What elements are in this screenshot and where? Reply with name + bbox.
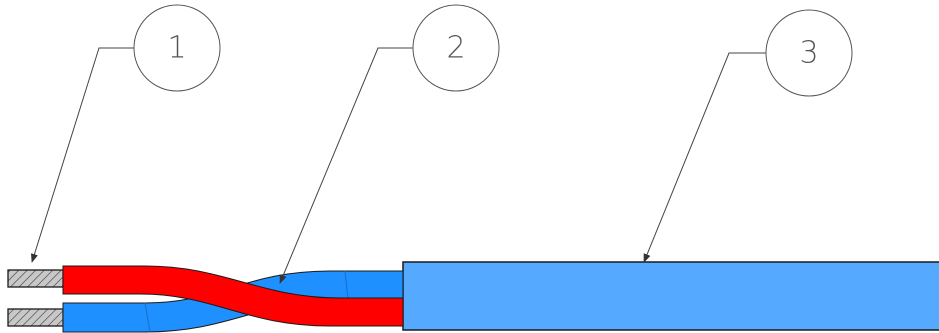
blue-conductor-seam-2 bbox=[344, 270, 349, 301]
callout-3: 3 bbox=[765, 9, 853, 97]
callout-3-circle bbox=[765, 9, 853, 97]
conductor-tip-top bbox=[7, 269, 64, 288]
callout-2-label: 2 bbox=[446, 31, 465, 66]
callout-2: 2 bbox=[412, 4, 500, 92]
callout-3-label: 3 bbox=[799, 36, 818, 71]
callout-1: 1 bbox=[133, 4, 221, 92]
conductor-tip-bottom bbox=[7, 308, 64, 327]
callout-1-circle bbox=[133, 4, 221, 92]
leader-line-3 bbox=[643, 52, 766, 263]
callout-2-circle bbox=[412, 4, 500, 92]
callout-1-label: 1 bbox=[167, 31, 186, 66]
leader-line-1 bbox=[30, 47, 134, 263]
blue-conductor-seam bbox=[144, 302, 151, 333]
leader-line-2 bbox=[279, 47, 413, 284]
outer-jacket bbox=[402, 261, 939, 331]
red-insulated-conductor bbox=[62, 265, 404, 327]
